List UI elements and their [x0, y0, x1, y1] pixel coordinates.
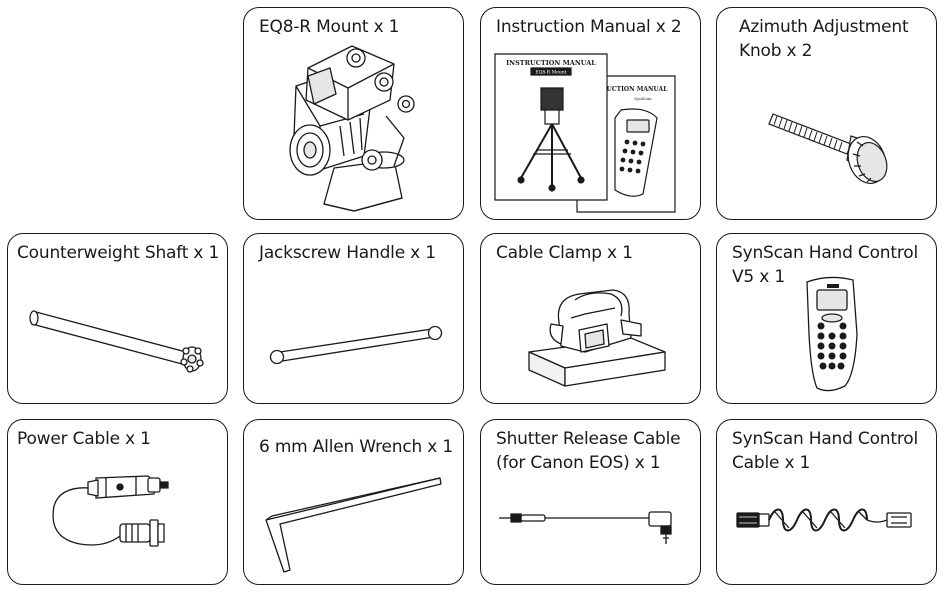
item-label: 6 mm Allen Wrench x 1 [259, 437, 453, 457]
item-label: Counterweight Shaft x 1 [17, 243, 220, 263]
manual-icon: INSTRUCTION MANUAL SynScan INSTRUCTION M… [481, 8, 702, 221]
item-label: EQ8-R Mount x 1 [259, 17, 400, 37]
shutter-cable-icon [481, 420, 702, 586]
item-card-power-cable: Power Cable x 1 [7, 419, 228, 585]
item-card-allen-wrench: 6 mm Allen Wrench x 1 [243, 419, 464, 585]
manual-back-subtitle: SynScan [634, 96, 652, 101]
item-card-shutter-cable: Shutter Release Cable(for Canon EOS) x 1 [480, 419, 701, 585]
manual-back-title: INSTRUCTION MANUAL [585, 86, 669, 93]
item-label: Power Cable x 1 [17, 429, 151, 449]
item-card-jackscrew-handle: Jackscrew Handle x 1 [243, 233, 464, 404]
handle-icon [244, 234, 465, 405]
manual-front-subtitle: EQ8-R Mount [535, 70, 566, 76]
item-card-counterweight-shaft: Counterweight Shaft x 1 [7, 233, 228, 404]
item-label: Instruction Manual x 2 [496, 17, 682, 37]
item-label: Cable Clamp x 1 [496, 243, 633, 263]
mount-icon [244, 8, 465, 221]
clamp-icon [481, 234, 702, 405]
coiled-cable-icon [717, 420, 938, 586]
item-label: Jackscrew Handle x 1 [259, 243, 436, 263]
manual-front-title: INSTRUCTION MANUAL [506, 59, 596, 67]
allen-wrench-icon [244, 420, 465, 586]
hand-control-icon [717, 234, 938, 405]
item-label: Shutter Release Cable(for Canon EOS) x 1 [496, 429, 681, 473]
shaft-icon [8, 234, 229, 405]
power-cable-icon [8, 420, 229, 586]
item-card-manual: Instruction Manual x 2 INSTRUCTION MANUA… [480, 7, 701, 220]
item-card-cable-clamp: Cable Clamp x 1 [480, 233, 701, 404]
item-card-mount: EQ8-R Mount x 1 [243, 7, 464, 220]
knob-icon [717, 8, 938, 221]
